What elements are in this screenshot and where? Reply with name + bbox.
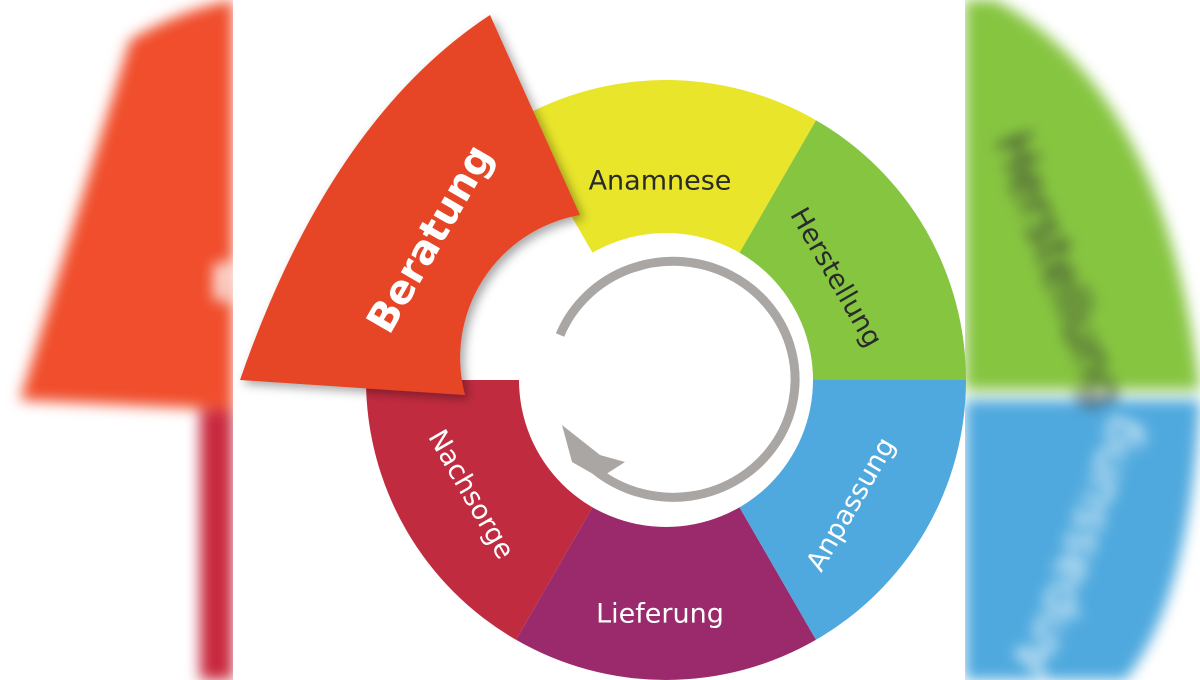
blurred-background-right: Herstellung Anpassung (965, 0, 1200, 680)
label-anamnese: Anamnese (589, 166, 732, 197)
svg-text:B: B (210, 254, 233, 312)
segment-lieferung (516, 501, 816, 680)
segment-beratung (240, 15, 580, 395)
segment-anamnese (516, 79, 816, 259)
blurred-background-left: B (0, 0, 233, 680)
cycle-arrow-icon (555, 256, 800, 502)
label-lieferung: Lieferung (596, 599, 724, 630)
center-circle (519, 233, 813, 527)
